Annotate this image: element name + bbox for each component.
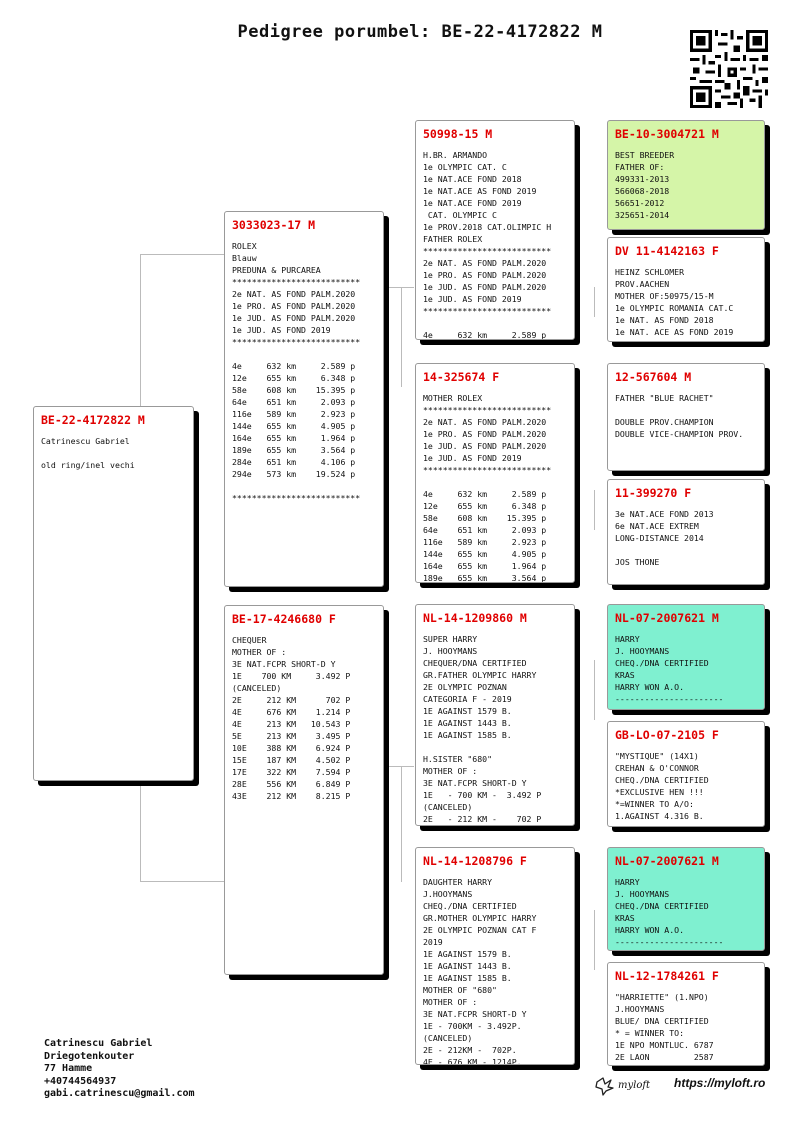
connector-line	[140, 881, 224, 882]
ring-number: NL-12-1784261 F	[615, 969, 719, 983]
ring-number: 3033023-17 M	[232, 218, 316, 232]
card-notes: "HARRIETTE" (1.NPO) J.HOOYMANS BLUE/ DNA…	[615, 992, 714, 1062]
logo-text: myloft	[618, 1079, 651, 1091]
ring-number: BE-10-3004721 M	[615, 127, 719, 141]
dam-card[interactable]: BE-17-4246680 F CHEQUER MOTHER OF : 3E N…	[224, 605, 384, 975]
connector-line	[140, 254, 224, 255]
ring-number: 12-567604 M	[615, 370, 692, 384]
breeder-contact: Catrinescu Gabriel Driegotenkouter 77 Ha…	[44, 1038, 195, 1099]
subject-card[interactable]: BE-22-4172822 M Catrinescu Gabriel old r…	[33, 406, 194, 781]
card-notes: 3e NAT.ACE FOND 2013 6e NAT.ACE EXTREM L…	[615, 509, 714, 567]
card-notes: SUPER HARRY J. HOOYMANS CHEQUER/DNA CERT…	[423, 634, 542, 824]
great-grandparent-card[interactable]: DV 11-4142163 F HEINZ SCHLOMER PROV.AACH…	[607, 237, 765, 342]
card-notes: DAUGHTER HARRY J.HOOYMANS CHEQ./DNA CERT…	[423, 877, 537, 1065]
ring-number: 11-399270 F	[615, 486, 692, 500]
grandparent-card[interactable]: 50998-15 M H.BR. ARMANDO 1e OLYMPIC CAT.…	[415, 120, 575, 340]
grandparent-card[interactable]: NL-14-1209860 M SUPER HARRY J. HOOYMANS …	[415, 604, 575, 826]
card-notes: CHEQUER MOTHER OF : 3E NAT.FCPR SHORT-D …	[232, 635, 351, 801]
ring-number: 14-325674 F	[423, 370, 500, 384]
connector-line	[594, 660, 595, 720]
connector-line	[384, 287, 414, 288]
card-notes: ROLEX Blauw PREDUNA & PURCAREA *********…	[232, 241, 361, 503]
grandparent-card[interactable]: 14-325674 F MOTHER ROLEX ***************…	[415, 363, 575, 583]
ring-number: NL-14-1209860 M	[423, 611, 527, 625]
grandparent-card[interactable]: NL-14-1208796 F DAUGHTER HARRY J.HOOYMAN…	[415, 847, 575, 1065]
card-notes: HEINZ SCHLOMER PROV.AACHEN MOTHER OF:509…	[615, 267, 734, 337]
card-notes: HARRY J. HOOYMANS CHEQ./DNA CERTIFIED KR…	[615, 877, 724, 947]
great-grandparent-card[interactable]: 12-567604 M FATHER "BLUE RACHET" DOUBLE …	[607, 363, 765, 471]
page-title: Pedigree porumbel: BE-22-4172822 M	[237, 22, 603, 42]
great-grandparent-card[interactable]: NL-07-2007621 M HARRY J. HOOYMANS CHEQ./…	[607, 847, 765, 951]
card-notes: HARRY J. HOOYMANS CHEQ./DNA CERTIFIED KR…	[615, 634, 724, 704]
connector-line	[401, 287, 402, 387]
ring-number: GB-LO-07-2105 F	[615, 728, 719, 742]
great-grandparent-card[interactable]: GB-LO-07-2105 F "MYSTIQUE" (14X1) CREHAN…	[607, 721, 765, 827]
ring-number: BE-22-4172822 M	[41, 413, 145, 427]
great-grandparent-card[interactable]: BE-10-3004721 M BEST BREEDER FATHER OF: …	[607, 120, 765, 230]
connector-line	[594, 490, 595, 530]
sire-card[interactable]: 3033023-17 M ROLEX Blauw PREDUNA & PURCA…	[224, 211, 384, 587]
connector-line	[594, 287, 595, 317]
connector-line	[401, 766, 402, 882]
myloft-logo: myloft	[594, 1074, 650, 1096]
ring-number: DV 11-4142163 F	[615, 244, 719, 258]
great-grandparent-card[interactable]: 11-399270 F 3e NAT.ACE FOND 2013 6e NAT.…	[607, 479, 765, 585]
connector-line	[594, 910, 595, 970]
ring-number: BE-17-4246680 F	[232, 612, 336, 626]
card-notes: "MYSTIQUE" (14X1) CREHAN & O'CONNOR CHEQ…	[615, 751, 709, 821]
card-notes: H.BR. ARMANDO 1e OLYMPIC CAT. C 1e NAT.A…	[423, 150, 552, 340]
card-notes: BEST BREEDER FATHER OF: 499331-2013 5660…	[615, 150, 675, 220]
qr-code	[690, 30, 768, 108]
ring-number: NL-07-2007621 M	[615, 611, 719, 625]
card-notes: Catrinescu Gabriel old ring/inel vechi	[41, 436, 135, 470]
ring-number: NL-14-1208796 F	[423, 854, 527, 868]
card-notes: FATHER "BLUE RACHET" DOUBLE PROV.CHAMPIO…	[615, 393, 744, 439]
great-grandparent-card[interactable]: NL-12-1784261 F "HARRIETTE" (1.NPO) J.HO…	[607, 962, 765, 1066]
ring-number: 50998-15 M	[423, 127, 493, 141]
connector-line	[384, 766, 414, 767]
great-grandparent-card[interactable]: NL-07-2007621 M HARRY J. HOOYMANS CHEQ./…	[607, 604, 765, 710]
website-link[interactable]: https://myloft.ro	[674, 1076, 766, 1090]
ring-number: NL-07-2007621 M	[615, 854, 719, 868]
pigeon-icon	[595, 1077, 614, 1096]
card-notes: MOTHER ROLEX ************************** …	[423, 393, 552, 583]
